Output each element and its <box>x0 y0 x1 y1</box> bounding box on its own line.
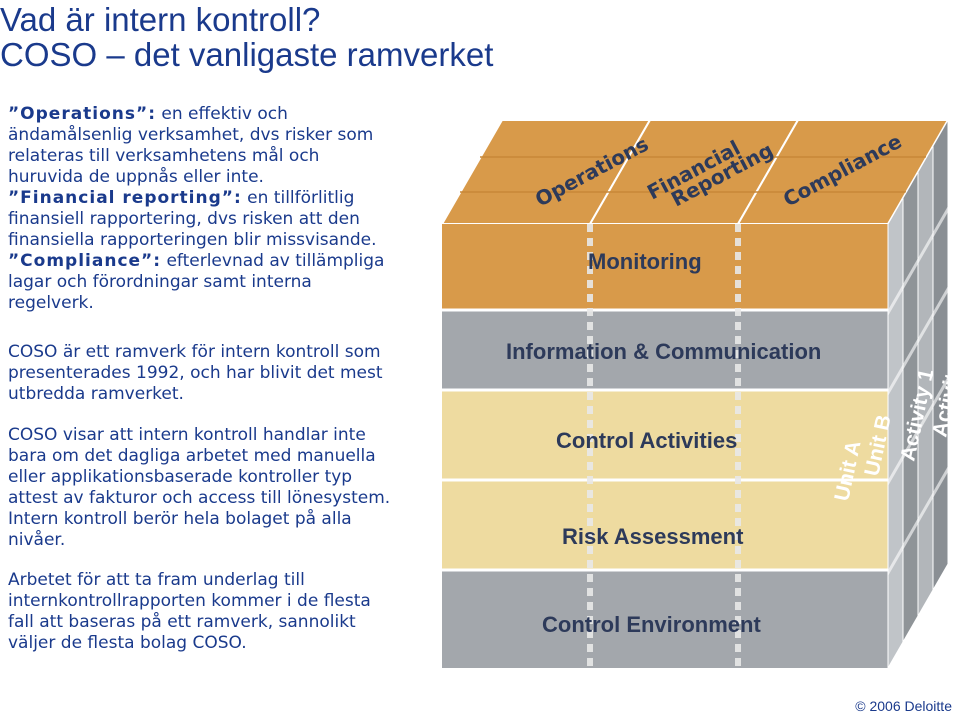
coso-scope-line-4: attest av fakturor och access till lönes… <box>8 488 391 508</box>
coso-intro-line-3: utbredda ramverket. <box>8 384 184 404</box>
copyright-footer: © 2006 Deloitte <box>855 698 952 714</box>
layer-control-environment <box>442 570 888 668</box>
layer-label-risk-assessment: Risk Assessment <box>562 524 744 549</box>
financial-line-3: finansiella rapporteringen blir missvisa… <box>8 230 377 250</box>
coso-scope-paragraph: COSO visar att intern kontroll handlar i… <box>8 425 418 551</box>
coso-cube-diagram: Operations Financial Reporting Complianc… <box>440 118 960 670</box>
coso-scope-line-5: Intern kontroll berör hela bolaget på al… <box>8 509 352 529</box>
cube-front-face <box>442 224 888 668</box>
copyright-text: 2006 Deloitte <box>869 698 952 714</box>
financial-line-1: en tillförlitlig <box>247 188 355 208</box>
reporting-line-4: väljer de flesta bolag COSO. <box>8 633 247 653</box>
operations-line-4: huruvida de uppnås eller inte. <box>8 167 264 187</box>
coso-scope-line-3: eller applikationsbaserade kontroller ty… <box>8 467 353 487</box>
coso-scope-line-1: COSO visar att intern kontroll handlar i… <box>8 425 366 445</box>
layer-label-control-activities: Control Activities <box>556 428 737 453</box>
reporting-line-1: Arbetet för att ta fram underlag till <box>8 570 305 590</box>
coso-intro-line-1: COSO är ett ramverk för intern kontroll … <box>8 342 381 362</box>
layer-label-information: Information & Communication <box>506 339 821 364</box>
reporting-paragraph: Arbetet för att ta fram underlag till in… <box>8 570 418 654</box>
operations-line-1: en effektiv och <box>161 104 288 124</box>
operations-line-2: ändamålsenlig verksamhet, dvs risker som <box>8 125 374 145</box>
title-line-2: COSO – det vanligaste ramverket <box>0 36 494 73</box>
page-title: Vad är intern kontroll? COSO – det vanli… <box>0 2 493 72</box>
operations-line-3: relateras till verksamhetens mål och <box>8 146 320 166</box>
layer-risk-assessment <box>442 480 888 570</box>
layer-control-activities <box>442 390 888 480</box>
title-line-1: Vad är intern kontroll? <box>0 1 321 38</box>
layer-monitoring <box>442 224 888 310</box>
coso-intro-line-2: presenterades 1992, och har blivit det m… <box>8 363 383 383</box>
copyright-symbol: © <box>855 698 866 714</box>
definitions-block: ”Operations”: en effektiv och ändamålsen… <box>8 104 418 314</box>
cube-side-face <box>887 118 949 670</box>
layer-information <box>442 310 888 390</box>
coso-scope-line-6: nivåer. <box>8 530 66 550</box>
compliance-term: ”Compliance”: <box>8 251 162 271</box>
reporting-line-3: fall att baseras på ett ramverk, sannoli… <box>8 612 356 632</box>
operations-term: ”Operations”: <box>8 104 157 124</box>
layer-label-control-environment: Control Environment <box>542 612 761 637</box>
coso-intro-paragraph: COSO är ett ramverk för intern kontroll … <box>8 342 418 405</box>
compliance-line-2: lagar och förordningar samt interna <box>8 272 312 292</box>
compliance-line-3: regelverk. <box>8 293 94 313</box>
compliance-line-1: efterlevnad av tillämpliga <box>166 251 385 271</box>
financial-term: ”Financial reporting”: <box>8 188 242 208</box>
financial-line-2: finansiell rapportering, dvs risken att … <box>8 209 360 229</box>
layer-label-monitoring: Monitoring <box>588 249 702 274</box>
reporting-line-2: internkontrollrapporten kommer i de fles… <box>8 591 371 611</box>
coso-scope-line-2: bara om det dagliga arbetet med manuella <box>8 446 376 466</box>
